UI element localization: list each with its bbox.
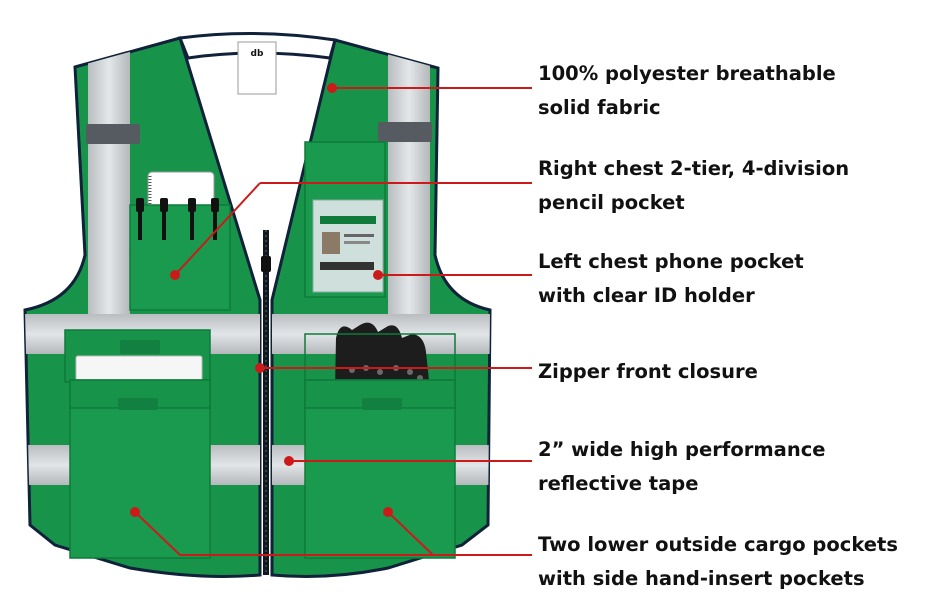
callout-reflective-tape (284, 456, 532, 466)
callout-fabric (327, 83, 532, 93)
feature-label-line: Right chest 2-tier, 4-division (538, 157, 850, 180)
feature-label-line: Left chest phone pocket (538, 250, 804, 273)
pencil-pocket (129, 171, 231, 311)
vest-left-panel (23, 36, 262, 578)
feature-label-line: Zipper front closure (538, 360, 758, 383)
feature-label-line: 2” wide high performance (538, 438, 826, 461)
right-cargo-pocket (304, 322, 456, 559)
neck-label-logo: db (251, 49, 264, 59)
feature-label-line: pencil pocket (538, 191, 685, 214)
feature-label-line: 100% polyester breathable (538, 62, 836, 85)
callout-cargo-pockets (130, 507, 532, 556)
callout-pencil-pocket (170, 182, 532, 280)
feature-label-phone-pocket: Left chest phone pocket with clear ID ho… (538, 245, 804, 313)
feature-label-fabric: 100% polyester breathable solid fabric (538, 57, 836, 125)
feature-label-pencil-pocket: Right chest 2-tier, 4-division pencil po… (538, 152, 849, 220)
phone-pocket (304, 141, 386, 298)
callout-lines (130, 83, 532, 556)
callout-phone-pocket (373, 270, 532, 280)
neck-label (237, 41, 277, 95)
callout-zipper (255, 363, 532, 373)
left-velcro-tab (86, 124, 140, 144)
vest-right-panel (270, 38, 492, 578)
right-vertical-reflective-tape (388, 40, 430, 320)
front-zipper (261, 230, 271, 575)
feature-label-zipper: Zipper front closure (538, 355, 758, 389)
feature-label-line: reflective tape (538, 472, 699, 495)
feature-label-cargo-pockets: Two lower outside cargo pockets with sid… (538, 528, 898, 596)
feature-label-line: with clear ID holder (538, 284, 755, 307)
feature-label-line: Two lower outside cargo pockets (538, 533, 898, 556)
feature-label-reflective-tape: 2” wide high performance reflective tape (538, 433, 825, 501)
left-cargo-pocket (64, 329, 211, 559)
feature-label-line: with side hand-insert pockets (538, 567, 865, 590)
left-vertical-reflective-tape (88, 40, 130, 320)
feature-label-line: solid fabric (538, 96, 661, 119)
right-velcro-tab (378, 122, 432, 142)
